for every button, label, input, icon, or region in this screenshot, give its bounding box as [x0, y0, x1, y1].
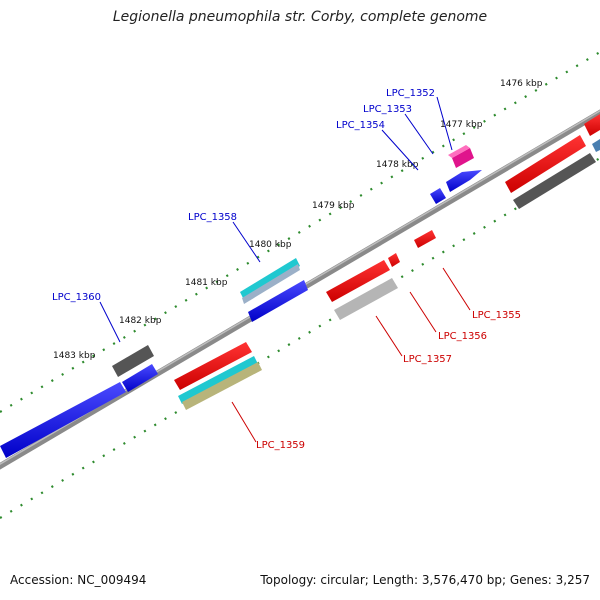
gene-label-lpc1359[interactable]: LPC_1359	[256, 440, 305, 451]
genome-stats-text: Topology: circular; Length: 3,576,470 bp…	[260, 573, 590, 587]
outer-tick-row	[0, 51, 600, 413]
kbp-label: 1477 kbp	[440, 120, 483, 130]
inner-tick-row	[0, 157, 600, 519]
gene-block-lpc1356[interactable]	[388, 253, 400, 267]
accession-text: Accession: NC_009494	[10, 573, 147, 587]
gene-block-lpc1353[interactable]	[430, 170, 482, 204]
gene-block-lpc1352[interactable]	[448, 145, 474, 168]
gene-block-upper-right[interactable]	[505, 114, 600, 209]
label-connectors	[99, 96, 471, 443]
kbp-label: 1480 kbp	[249, 240, 292, 250]
gene-block-lpc1358[interactable]	[240, 258, 308, 322]
gene-label-lpc1352[interactable]: LPC_1352	[386, 88, 435, 99]
kbp-label: 1482 kbp	[119, 316, 162, 326]
gene-label-lpc1354[interactable]: LPC_1354	[336, 120, 385, 131]
kbp-label: 1481 kbp	[185, 278, 228, 288]
gene-block-lpc1360[interactable]	[0, 345, 158, 458]
kbp-label: 1483 kbp	[53, 351, 96, 361]
kbp-label: 1479 kbp	[312, 201, 355, 211]
gene-label-lpc1357[interactable]: LPC_1357	[403, 354, 452, 365]
kbp-label: 1478 kbp	[376, 160, 419, 170]
gene-block-lpc1357[interactable]	[326, 260, 398, 320]
gene-label-lpc1356[interactable]: LPC_1356	[438, 331, 487, 342]
gene-block-lpc1355[interactable]	[414, 230, 436, 248]
gene-label-lpc1355[interactable]: LPC_1355	[472, 310, 521, 321]
gene-label-lpc1358[interactable]: LPC_1358	[188, 212, 237, 223]
gene-label-lpc1353[interactable]: LPC_1353	[363, 104, 412, 115]
map-title: Legionella pneumophila str. Corby, compl…	[112, 9, 488, 25]
gene-block-lpc1359[interactable]	[174, 342, 262, 410]
gene-label-lpc1360[interactable]: LPC_1360	[52, 292, 101, 303]
kbp-label: 1476 kbp	[500, 79, 543, 89]
